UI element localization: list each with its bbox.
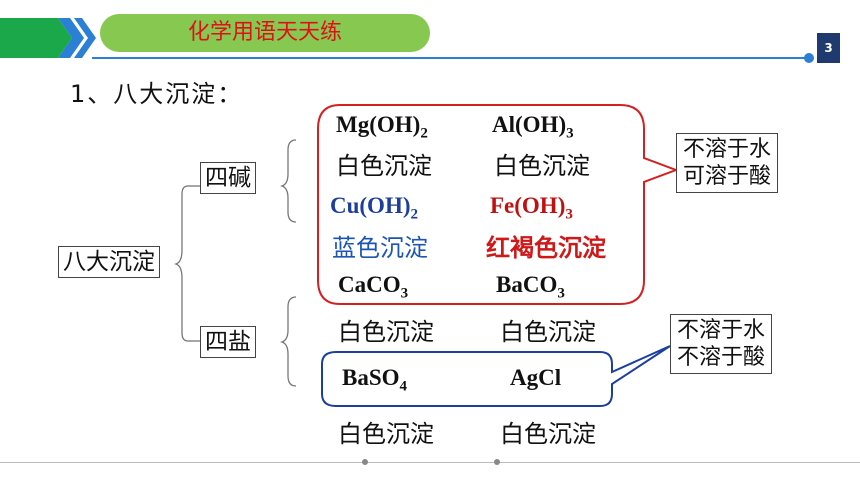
label-cuoh2: 蓝色沉淀: [332, 234, 428, 262]
bases-node-label: 四碱: [205, 165, 251, 191]
bases-node: 四碱: [200, 162, 256, 194]
callout-insoluble-line2: 不溶于酸: [677, 345, 766, 370]
formula-mgoh2: Mg(OH)2: [336, 112, 428, 142]
formula-agcl: AgCl: [510, 365, 562, 390]
label-feoh3: 红褐色沉淀: [486, 234, 606, 262]
salts-node: 四盐: [200, 326, 256, 358]
callout-soluble-line2: 可溶于酸: [683, 164, 772, 189]
callout-insoluble-line1: 不溶于水: [677, 318, 766, 343]
page-title: 化学用语天天练: [187, 20, 342, 45]
footer-dot-right: [494, 459, 500, 465]
label-aloh3: 白色沉淀: [494, 152, 590, 180]
label-baco3: 白色沉淀: [500, 318, 596, 346]
root-node-label: 八大沉淀: [63, 249, 155, 275]
formula-baso4: BaSO4: [342, 365, 408, 395]
root-node: 八大沉淀: [58, 246, 160, 278]
salts-node-label: 四盐: [205, 329, 251, 355]
header-divider-dot: [804, 53, 814, 63]
footer-dot-left: [362, 459, 368, 465]
formula-cuoh2: Cu(OH)2: [330, 193, 418, 223]
page-number: 3: [817, 33, 840, 63]
callout-soluble-line1: 不溶于水: [683, 137, 772, 162]
title-pill: [100, 14, 430, 52]
section-heading: 1、八大沉淀：: [70, 80, 244, 108]
formula-aloh3: Al(OH)3: [492, 112, 574, 142]
formula-caco3: CaCO3: [338, 272, 409, 302]
footer-divider: [0, 462, 860, 463]
callout-soluble-in-acid: 不溶于水 可溶于酸: [676, 133, 779, 193]
formula-baco3: BaCO3: [496, 272, 565, 302]
label-baso4: 白色沉淀: [338, 420, 434, 448]
callout-insoluble-in-acid: 不溶于水 不溶于酸: [670, 314, 773, 374]
formula-feoh3: Fe(OH)3: [490, 193, 573, 223]
header-divider: [92, 57, 812, 59]
label-mgoh2: 白色沉淀: [336, 152, 432, 180]
label-caco3: 白色沉淀: [338, 318, 434, 346]
header-chevron-icon: [0, 18, 96, 58]
label-agcl: 白色沉淀: [500, 420, 596, 448]
